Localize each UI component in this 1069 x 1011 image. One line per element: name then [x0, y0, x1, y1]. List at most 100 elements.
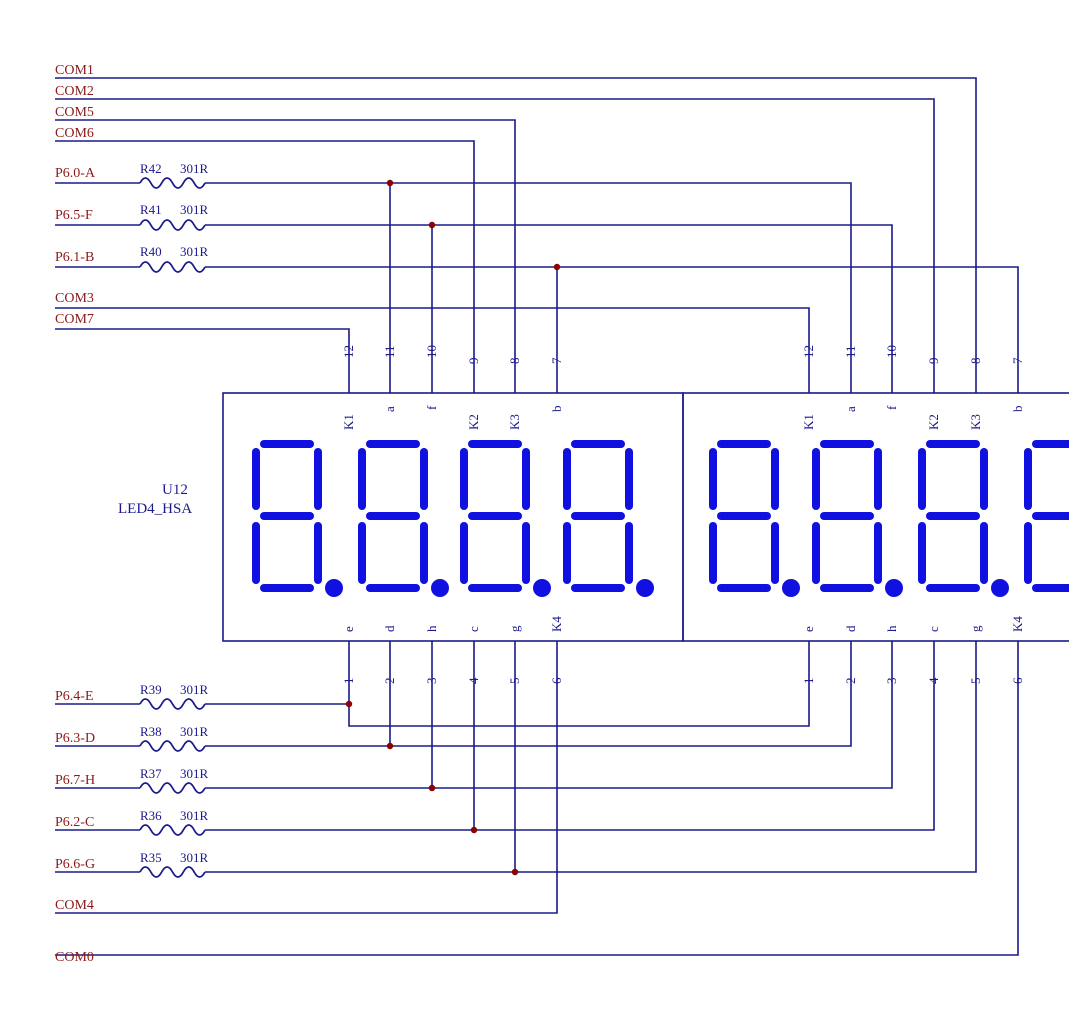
digit-2-segment-d	[366, 584, 420, 592]
digit-8-segment-g	[1032, 512, 1069, 520]
resistor-r36	[139, 824, 206, 836]
net-label-p6-4-e: P6.4-E	[55, 689, 94, 704]
digit-1-decimal-point	[325, 579, 343, 597]
digit-5-segment-e	[709, 522, 717, 584]
resistors	[139, 177, 206, 878]
pin-name-e-right: e	[801, 626, 816, 632]
pin-name-k4-right: K4	[1010, 616, 1025, 632]
pin-name-b-left: b	[549, 406, 564, 413]
seven-segment-digits	[252, 440, 1069, 597]
pin-name-g-right: g	[968, 625, 983, 632]
resistor-ref-r35: R35	[140, 850, 162, 865]
pin-name-c-left: c	[466, 626, 481, 632]
pin-number-3-right: 3	[884, 678, 899, 685]
pin-name-f-right: f	[884, 405, 899, 410]
resistor-ref-r37: R37	[140, 766, 162, 781]
resistor-ref-r40: R40	[140, 244, 162, 259]
wire-p6-1-b	[205, 266, 1019, 393]
digit-4-segment-g	[571, 512, 625, 520]
digit-8-segment-a	[1032, 440, 1069, 448]
digit-7-segment-d	[926, 584, 980, 592]
pin-name-g-left: g	[507, 625, 522, 632]
pin-number-9-left: 9	[466, 358, 481, 365]
digit-5-segment-d	[717, 584, 771, 592]
pin-number-4-left: 4	[466, 677, 481, 684]
wires	[55, 77, 1019, 956]
digit-7-segment-e	[918, 522, 926, 584]
pin-number-1-left: 1	[341, 678, 356, 685]
digit-3-segment-c	[522, 522, 530, 584]
digit-5-segment-g	[717, 512, 771, 520]
pin-name-h-left: h	[424, 625, 439, 632]
wire-com2	[55, 98, 935, 393]
digit-6-segment-b	[874, 448, 882, 510]
pin-number-11-left: 11	[382, 345, 397, 358]
net-label-p6-0-a: P6.0-A	[55, 166, 96, 181]
net-label-com6: COM6	[55, 126, 94, 141]
pin-name-c-right: c	[926, 626, 941, 632]
pin-name-k1-left: K1	[341, 414, 356, 430]
digit-7-segment-f	[918, 448, 926, 510]
component-value: LED4_HSA	[118, 501, 192, 517]
pin-number-7-left: 7	[549, 357, 564, 364]
wire-com7	[55, 328, 350, 393]
wire-com5	[55, 119, 516, 393]
digit-8-segment-d	[1032, 584, 1069, 592]
pin-name-k1-right: K1	[801, 414, 816, 430]
resistor-ref-r36: R36	[140, 808, 162, 823]
pin-number-5-right: 5	[968, 678, 983, 685]
digit-7-segment-a	[926, 440, 980, 448]
net-label-p6-1-b: P6.1-B	[55, 250, 94, 265]
digit-7-decimal-point	[991, 579, 1009, 597]
pin-number-6-left: 6	[549, 677, 564, 684]
wire-p6-2-c	[205, 641, 935, 831]
pin-name-k3-right: K3	[968, 414, 983, 430]
pin-name-b-right: b	[1010, 406, 1025, 413]
junctions	[345, 179, 561, 876]
resistor-value-r42: 301R	[180, 161, 209, 176]
resistor-r37	[139, 782, 206, 794]
digit-1-segment-d	[260, 584, 314, 592]
pin-name-k3-left: K3	[507, 414, 522, 430]
resistor-value-r41: 301R	[180, 202, 209, 217]
pin-number-11-right: 11	[843, 345, 858, 358]
pin-name-a-left: a	[382, 406, 397, 412]
digit-5-decimal-point	[782, 579, 800, 597]
net-label-p6-6-g: P6.6-G	[55, 857, 95, 872]
digit-1-segment-g	[260, 512, 314, 520]
pin-number-12-left: 12	[341, 345, 356, 358]
resistor-ref-r38: R38	[140, 724, 162, 739]
digit-2-segment-g	[366, 512, 420, 520]
digit-6-segment-a	[820, 440, 874, 448]
digit-1-segment-a	[260, 440, 314, 448]
digit-5-segment-c	[771, 522, 779, 584]
wire-com4	[55, 641, 558, 914]
display-module-right	[682, 392, 1069, 642]
pin-number-8-right: 8	[968, 358, 983, 365]
wire-p6-3-d	[205, 641, 852, 747]
digit-1-segment-c	[314, 522, 322, 584]
digit-6-segment-c	[874, 522, 882, 584]
digit-4-segment-a	[571, 440, 625, 448]
junction-b	[553, 263, 561, 271]
digit-4-segment-c	[625, 522, 633, 584]
junction-d	[386, 742, 394, 750]
digit-2-segment-c	[420, 522, 428, 584]
component-reference: U12	[162, 482, 188, 498]
digit-6-segment-f	[812, 448, 820, 510]
wire-com1	[55, 77, 977, 393]
digit-2-segment-a	[366, 440, 420, 448]
digit-3-decimal-point	[533, 579, 551, 597]
resistor-r41	[139, 219, 206, 231]
digit-3-segment-d	[468, 584, 522, 592]
pin-number-9-right: 9	[926, 358, 941, 365]
wire-p6-0-a	[205, 182, 852, 393]
net-label-com2: COM2	[55, 84, 94, 99]
digit-8-segment-e	[1024, 522, 1032, 584]
resistor-ref-r39: R39	[140, 682, 162, 697]
net-label-p6-2-c: P6.2-C	[55, 815, 94, 830]
resistor-r35	[139, 866, 206, 878]
pin-number-10-left: 10	[424, 345, 439, 358]
digit-3-segment-a	[468, 440, 522, 448]
